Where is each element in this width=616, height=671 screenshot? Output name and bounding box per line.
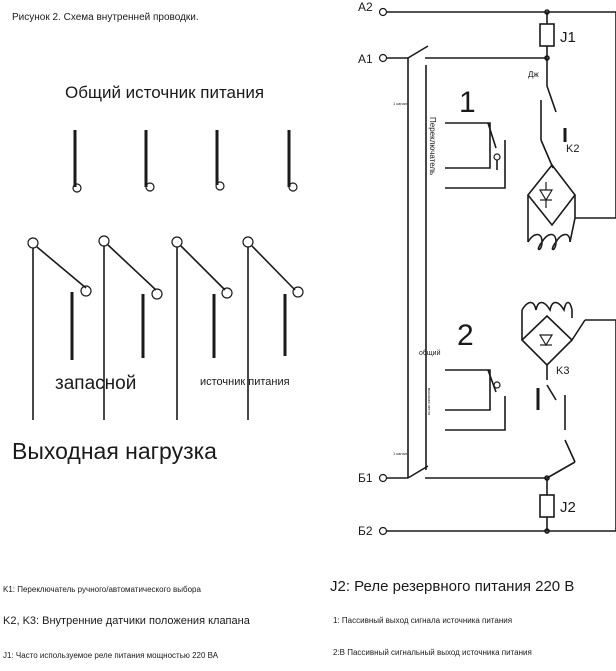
legend-j2: J2: Реле резервного питания 220 В xyxy=(330,578,575,595)
legend-k2k3: K2, K3: Внутренние датчики положения кла… xyxy=(3,615,250,627)
channel-1-k2 xyxy=(445,12,616,251)
common-label: общий xyxy=(419,349,441,357)
figure-caption: Рисунок 2. Схема внутренней проводки. xyxy=(12,12,199,23)
terminal-a1-label: А1 xyxy=(358,52,373,66)
legend-j1: J1: Часто используемое реле питания мощн… xyxy=(3,651,219,660)
tiny-label-1: 1 канал xyxy=(393,101,408,106)
output-load-title: Выходная нагрузка xyxy=(12,438,217,464)
contact-dzh-label: Дж xyxy=(528,70,539,79)
spare-label: запасной xyxy=(55,373,137,394)
tiny-label-2: высокая петля xyxy=(427,388,432,415)
terminal-a2-label: А2 xyxy=(358,0,373,14)
switch-k3-label: K3 xyxy=(556,365,569,377)
legend-passive-2: 2:В Пассивный сигнальный выход источника… xyxy=(333,648,532,657)
terminal-b2-label: Б2 xyxy=(358,524,373,538)
channel-2-k3 xyxy=(445,301,616,531)
relay-j1 xyxy=(539,12,555,86)
switch-k1-label: Переключатель xyxy=(428,117,437,175)
legend-passive-1: 1: Пассивный выход сигнала источника пит… xyxy=(333,616,513,625)
channel-number-1: 1 xyxy=(459,86,476,119)
channel-number-2: 2 xyxy=(457,319,474,352)
supply-label: источник питания xyxy=(200,376,290,388)
common-source-contacts xyxy=(72,130,298,193)
common-source-title: Общий источник питания xyxy=(65,83,265,102)
legend-k1: K1: Переключатель ручного/автоматическог… xyxy=(3,585,201,594)
switch-k2-label: K2 xyxy=(566,143,579,155)
relay-j2 xyxy=(539,475,555,531)
relay-j1-label: J1 xyxy=(560,29,576,46)
relay-j2-label: J2 xyxy=(560,499,576,516)
output-load-switches xyxy=(27,235,304,420)
terminal-rails xyxy=(378,7,616,536)
terminal-b1-label: Б1 xyxy=(358,471,373,485)
tiny-label-3: 1 канал xyxy=(393,451,408,456)
